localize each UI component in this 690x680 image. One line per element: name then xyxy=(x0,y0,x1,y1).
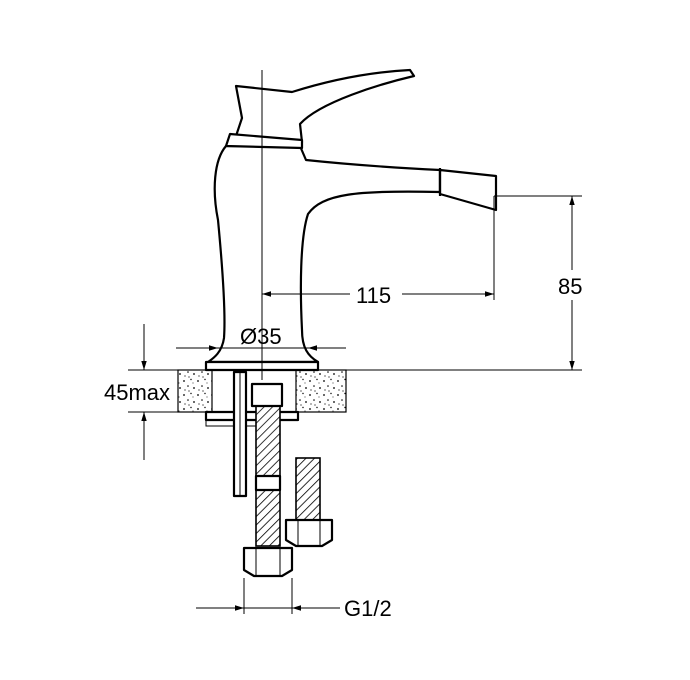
reach-label: 115 xyxy=(356,283,391,308)
dimension-thread: G1/2 xyxy=(196,578,392,621)
hose-nut-right xyxy=(284,518,334,548)
thread-label: G1/2 xyxy=(344,596,392,621)
mounting-washer xyxy=(204,410,300,422)
dimension-reach: 115 xyxy=(262,196,495,308)
spout-outlet xyxy=(438,168,498,212)
dimension-deck: 45max xyxy=(104,324,206,460)
dimension-diameter: Ø35 xyxy=(176,324,346,351)
handle-base xyxy=(224,132,304,150)
diameter-label: Ø35 xyxy=(240,324,282,349)
faucet-main-body xyxy=(206,144,442,364)
deck-label: 45max xyxy=(104,380,170,405)
lever-handle xyxy=(234,68,416,144)
flex-hose-right xyxy=(295,457,321,521)
mounting-hardware xyxy=(204,370,334,578)
height-label: 85 xyxy=(558,274,582,299)
hose-nut-left xyxy=(242,546,294,578)
dimension-height: 85 xyxy=(494,195,582,370)
